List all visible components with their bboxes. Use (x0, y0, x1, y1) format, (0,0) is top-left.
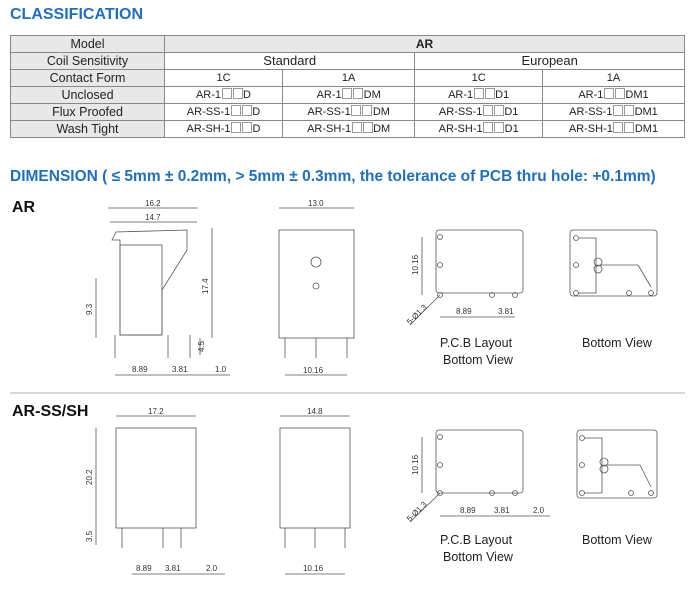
svg-text:4.5: 4.5 (197, 340, 206, 352)
table-row: Contact Form 1C 1A 1C 1A (10, 69, 686, 87)
contact-cell: 1A (281, 69, 416, 87)
svg-text:2.0: 2.0 (533, 506, 545, 515)
svg-text:10.16: 10.16 (303, 366, 324, 375)
svg-text:3.81: 3.81 (494, 506, 510, 515)
svg-text:5-Ø1.3: 5-Ø1.3 (405, 499, 429, 523)
ss-bottom-view: Bottom View (576, 429, 658, 547)
model-value: AR (164, 35, 685, 53)
svg-text:8.89: 8.89 (456, 307, 472, 316)
svg-text:P.C.B Layout: P.C.B Layout (440, 533, 513, 547)
svg-text:17.2: 17.2 (148, 407, 164, 416)
svg-text:Bottom View: Bottom View (443, 353, 514, 367)
row-label: Model (10, 35, 165, 53)
ss-side-view: 17.2 20.2 3.5 8.89 3.81 2.0 (85, 407, 225, 575)
ar-pcb-layout: 10.16 5-Ø1.3 8.89 3.81 P.C.B LayoutBottom… (405, 229, 524, 367)
svg-text:Bottom View: Bottom View (582, 533, 653, 547)
classification-table: Model AR Coil Sensitivity Standard Europ… (10, 35, 686, 138)
svg-text:8.89: 8.89 (136, 564, 152, 573)
classification-heading: CLASSIFICATION (10, 6, 144, 23)
svg-text:20.2: 20.2 (85, 469, 94, 485)
svg-text:3.5: 3.5 (85, 530, 94, 542)
svg-text:Bottom View: Bottom View (443, 550, 514, 564)
svg-text:3.81: 3.81 (165, 564, 181, 573)
ar-side-view: 16.2 14.7 17.4 9.3 4.5 8.89 3.81 1.0 (85, 199, 230, 376)
svg-text:5-Ø1.3: 5-Ø1.3 (405, 302, 429, 326)
svg-text:Bottom View: Bottom View (582, 336, 653, 350)
table-row: Model AR (10, 35, 685, 53)
svg-text:2.0: 2.0 (206, 564, 218, 573)
row-label: Flux Proofed (10, 103, 165, 121)
row-label: Unclosed (10, 86, 165, 104)
svg-text:10.16: 10.16 (411, 454, 420, 475)
svg-text:16.2: 16.2 (145, 199, 161, 208)
svg-text:10.16: 10.16 (303, 564, 324, 573)
svg-text:8.89: 8.89 (132, 365, 148, 374)
svg-text:9.3: 9.3 (85, 303, 94, 315)
svg-text:3.81: 3.81 (172, 365, 188, 374)
ar-bottom-view: Bottom View (569, 229, 658, 350)
svg-text:P.C.B Layout: P.C.B Layout (440, 336, 513, 350)
svg-text:14.8: 14.8 (307, 407, 323, 416)
ar-front-view: 13.0 10.16 (278, 199, 355, 376)
row-label: Wash Tight (10, 120, 165, 138)
svg-text:17.4: 17.4 (201, 278, 210, 294)
ss-pcb-layout: 10.16 5-Ø1.3 8.89 3.81 2.0 P.C.B LayoutBot… (405, 429, 550, 564)
row-label: Coil Sensitivity (10, 52, 165, 70)
svg-text:13.0: 13.0 (308, 199, 324, 208)
svg-text:3.81: 3.81 (498, 307, 514, 316)
svg-text:10.16: 10.16 (411, 254, 420, 275)
svg-text:14.7: 14.7 (145, 213, 161, 222)
ar-ss-sh-label: AR-SS/SH (12, 403, 89, 420)
ss-front-view: 14.8 10.16 (279, 407, 351, 575)
dimension-heading: DIMENSION ( ≤ 5mm ± 0.2mm, > 5mm ± 0.3mm… (10, 168, 656, 185)
ar-label: AR (12, 199, 36, 216)
svg-text:1.0: 1.0 (215, 365, 227, 374)
svg-text:8.89: 8.89 (460, 506, 476, 515)
